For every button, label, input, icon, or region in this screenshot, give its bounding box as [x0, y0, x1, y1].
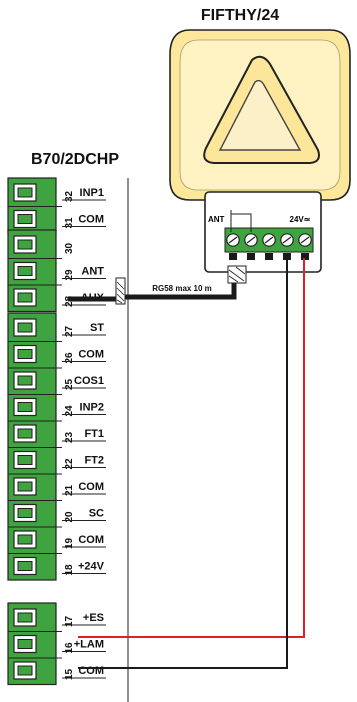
terminal-number: 32: [64, 190, 75, 202]
terminal-number: 27: [64, 325, 75, 337]
terminal-number: 17: [64, 615, 75, 627]
terminal-label: COM: [78, 349, 104, 361]
lamp-terminal-screw: [244, 233, 258, 247]
terminal-number: 18: [64, 564, 75, 576]
terminal-number: 23: [64, 431, 75, 443]
terminal-label: SC: [89, 508, 104, 520]
terminal-label: INP2: [80, 402, 104, 414]
lamp-ant-label: ANT: [208, 215, 225, 224]
lamp-power-wire-red: [78, 258, 305, 638]
lamp-terminal-screw: [262, 233, 276, 247]
lamp-terminal-screw: [280, 233, 294, 247]
terminal-number: 24: [64, 405, 75, 417]
lamp-power-label: 24V≃: [290, 215, 311, 224]
lamp-power-wire-black: [78, 258, 288, 669]
terminal-label: COM: [78, 665, 104, 677]
terminal-label: ANT: [81, 266, 104, 278]
lamp-terminal-board: [204, 191, 322, 273]
lamp-title: FIFTHY/24: [201, 7, 279, 24]
terminal-label: +ES: [83, 612, 104, 624]
terminal-22: 22 FT2: [8, 447, 106, 470]
terminal-number: 16: [64, 642, 75, 654]
lamp-terminal-screw: [298, 233, 312, 247]
terminal-number: 15: [64, 668, 75, 680]
terminal-20: 20 SC: [8, 500, 106, 523]
terminal-number: 31: [64, 217, 75, 229]
terminal-17: 17 +ES: [13, 608, 106, 627]
cable-label: RG58 max 10 m: [152, 284, 212, 293]
terminal-label: COS1: [74, 375, 104, 387]
terminal-27: 27 ST: [13, 318, 106, 337]
lamp-lens: [203, 55, 320, 164]
terminal-label: +24V: [78, 561, 105, 573]
terminal-label: FT2: [84, 455, 104, 467]
terminal-number: 26: [64, 352, 75, 364]
terminal-23: 23 FT1: [8, 420, 106, 443]
terminal-29: 29 ANT: [8, 258, 106, 281]
terminal-label: COM: [78, 481, 104, 493]
terminal-label: INP1: [80, 187, 104, 199]
terminal-label: ST: [90, 322, 104, 334]
terminal-number: 19: [64, 537, 75, 549]
terminal-18: 18+24V: [8, 553, 106, 576]
terminal-number: 21: [64, 484, 75, 496]
terminal-number: 20: [64, 511, 75, 523]
terminal-label: COM: [78, 534, 104, 546]
terminal-16: 16+LAM: [8, 631, 106, 654]
antenna-cable: [68, 265, 247, 305]
controller-title: B70/2DCHP: [31, 151, 119, 168]
terminal-label: COM: [78, 214, 104, 226]
terminal-30: 30: [13, 235, 75, 254]
terminal-number: 22: [64, 458, 75, 470]
terminal-label: FT1: [84, 428, 104, 440]
terminal-label: +LAM: [74, 639, 104, 651]
lamp-terminal-screw: [226, 233, 240, 247]
terminal-number: 30: [64, 242, 75, 254]
terminal-number: 29: [64, 269, 75, 281]
terminal-number: 25: [64, 378, 75, 390]
terminal-24: 24 INP2: [8, 394, 106, 417]
terminal-32: 32 INP1: [13, 183, 106, 202]
